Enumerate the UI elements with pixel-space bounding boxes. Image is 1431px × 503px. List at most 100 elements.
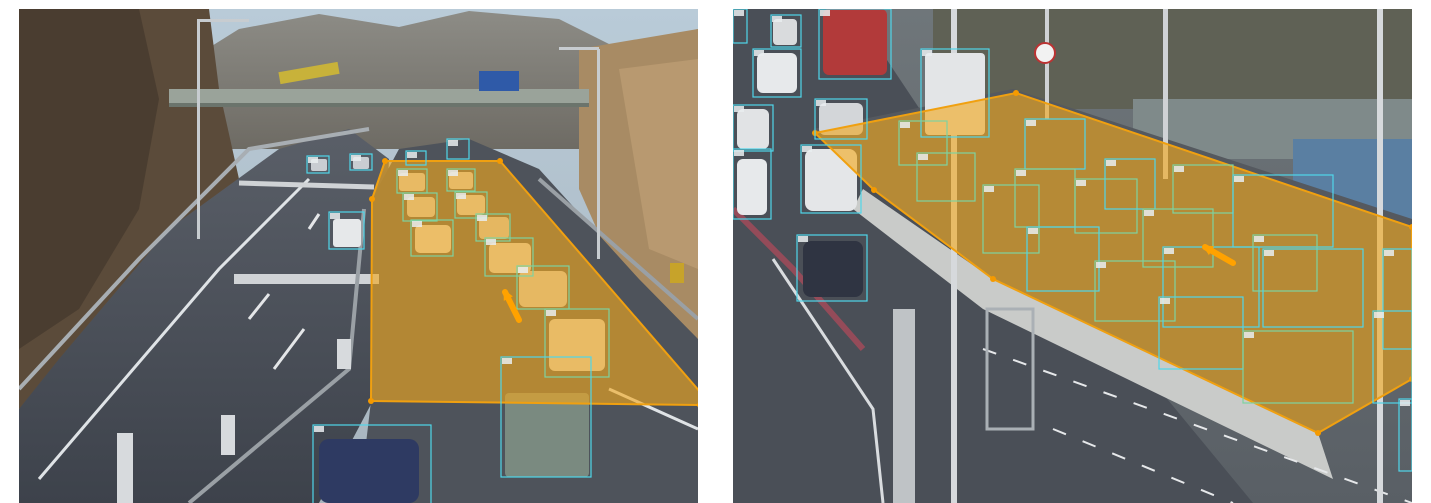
direction-arrow-head (503, 289, 513, 301)
detection-label-tag (1016, 170, 1026, 176)
detection-label-tag (1264, 250, 1274, 256)
detection-label-tag (1254, 236, 1264, 242)
detection-boxes-right (733, 9, 1412, 472)
detection-label-tag (477, 215, 487, 221)
detection-label-tag (330, 213, 340, 219)
detection-box[interactable] (500, 356, 592, 478)
detection-box[interactable] (1232, 174, 1334, 248)
detection-label-tag (900, 122, 910, 128)
detection-label-tag (734, 150, 744, 156)
detection-box[interactable] (733, 148, 772, 220)
detection-box[interactable] (982, 184, 1040, 254)
detection-box[interactable] (800, 144, 862, 214)
detection-box[interactable] (1372, 310, 1412, 404)
detection-label-tag (1026, 120, 1036, 126)
detection-box[interactable] (1094, 260, 1176, 322)
light-pole (951, 9, 957, 503)
detection-box[interactable] (516, 265, 570, 310)
detection-label-tag (984, 186, 994, 192)
detection-label-tag (404, 194, 414, 200)
detection-box[interactable] (410, 219, 454, 257)
region-vertex[interactable] (369, 196, 375, 202)
detection-box[interactable] (454, 191, 488, 219)
camera-scene-left (19, 9, 698, 503)
overpass-bridge (169, 89, 589, 103)
detection-box[interactable] (733, 9, 748, 44)
detection-box[interactable] (1252, 234, 1318, 292)
detection-label-tag (734, 10, 744, 16)
detection-label-tag (922, 50, 932, 56)
detection-label-tag (816, 100, 826, 106)
detection-box[interactable] (349, 153, 373, 171)
light-pole (197, 19, 200, 239)
detection-box[interactable] (1382, 248, 1412, 350)
detection-label-tag (407, 152, 417, 158)
detection-box[interactable] (1074, 178, 1138, 234)
detection-label-tag (412, 221, 422, 227)
mountain-range (159, 11, 698, 149)
detection-box[interactable] (920, 48, 990, 138)
detection-box[interactable] (733, 104, 774, 152)
region-vertex[interactable] (382, 158, 388, 164)
region-vertex[interactable] (871, 187, 877, 193)
detection-box[interactable] (814, 98, 868, 140)
detection-label-tag (1384, 250, 1394, 256)
detection-label-tag (1144, 210, 1154, 216)
light-pole (597, 49, 600, 259)
region-vertex[interactable] (1409, 224, 1412, 230)
detection-box[interactable] (796, 234, 868, 302)
highway-sign (479, 71, 519, 91)
region-vertex[interactable] (1409, 376, 1412, 382)
detection-box[interactable] (306, 155, 330, 174)
detection-label-tag (1234, 176, 1244, 182)
direction-arrow-left (502, 289, 522, 323)
detection-box[interactable] (484, 237, 534, 277)
region-vertex[interactable] (697, 402, 698, 408)
detection-label-tag (1106, 160, 1116, 166)
detection-box[interactable] (544, 308, 610, 378)
detection-label-tag (1160, 298, 1170, 304)
detection-box[interactable] (1142, 208, 1214, 268)
camera-scene-right (733, 9, 1412, 503)
camera-view-left (19, 9, 698, 503)
detection-box[interactable] (1242, 330, 1354, 404)
detection-box[interactable] (446, 168, 476, 192)
region-vertex[interactable] (990, 276, 996, 282)
detection-boxes-left (306, 138, 610, 503)
detection-box[interactable] (405, 150, 427, 166)
detection-label-tag (314, 426, 324, 432)
detection-box[interactable] (1104, 158, 1156, 210)
detection-label-tag (448, 170, 458, 176)
detection-box[interactable] (752, 48, 802, 98)
detection-box[interactable] (1262, 248, 1364, 328)
detection-label-tag (754, 50, 764, 56)
direction-arrow-right (1202, 244, 1236, 266)
detection-label-tag (308, 157, 318, 163)
detection-label-tag (772, 16, 782, 22)
region-vertex[interactable] (1013, 90, 1019, 96)
guardrail (19, 127, 370, 391)
detection-label-tag (798, 236, 808, 242)
region-vertex[interactable] (368, 398, 374, 404)
detection-label-tag (502, 358, 512, 364)
detection-box[interactable] (1398, 398, 1412, 472)
detection-box[interactable] (818, 9, 892, 80)
delineator-post (117, 433, 133, 503)
vehicles-right (737, 9, 985, 297)
detection-label-tag (918, 154, 928, 160)
detection-label-tag (546, 310, 556, 316)
detection-box[interactable] (916, 152, 976, 202)
detection-box[interactable] (328, 211, 365, 250)
detection-box[interactable] (1026, 226, 1100, 292)
detection-box[interactable] (446, 138, 470, 160)
detection-box[interactable] (770, 14, 802, 48)
detection-label-tag (802, 146, 812, 152)
region-vertex[interactable] (1315, 430, 1321, 436)
detection-box[interactable] (898, 120, 948, 166)
detection-label-tag (820, 10, 830, 16)
detection-label-tag (518, 267, 528, 273)
region-vertex[interactable] (497, 158, 503, 164)
detection-label-tag (1096, 262, 1106, 268)
detection-box[interactable] (312, 424, 432, 503)
detection-label-tag (351, 155, 361, 161)
